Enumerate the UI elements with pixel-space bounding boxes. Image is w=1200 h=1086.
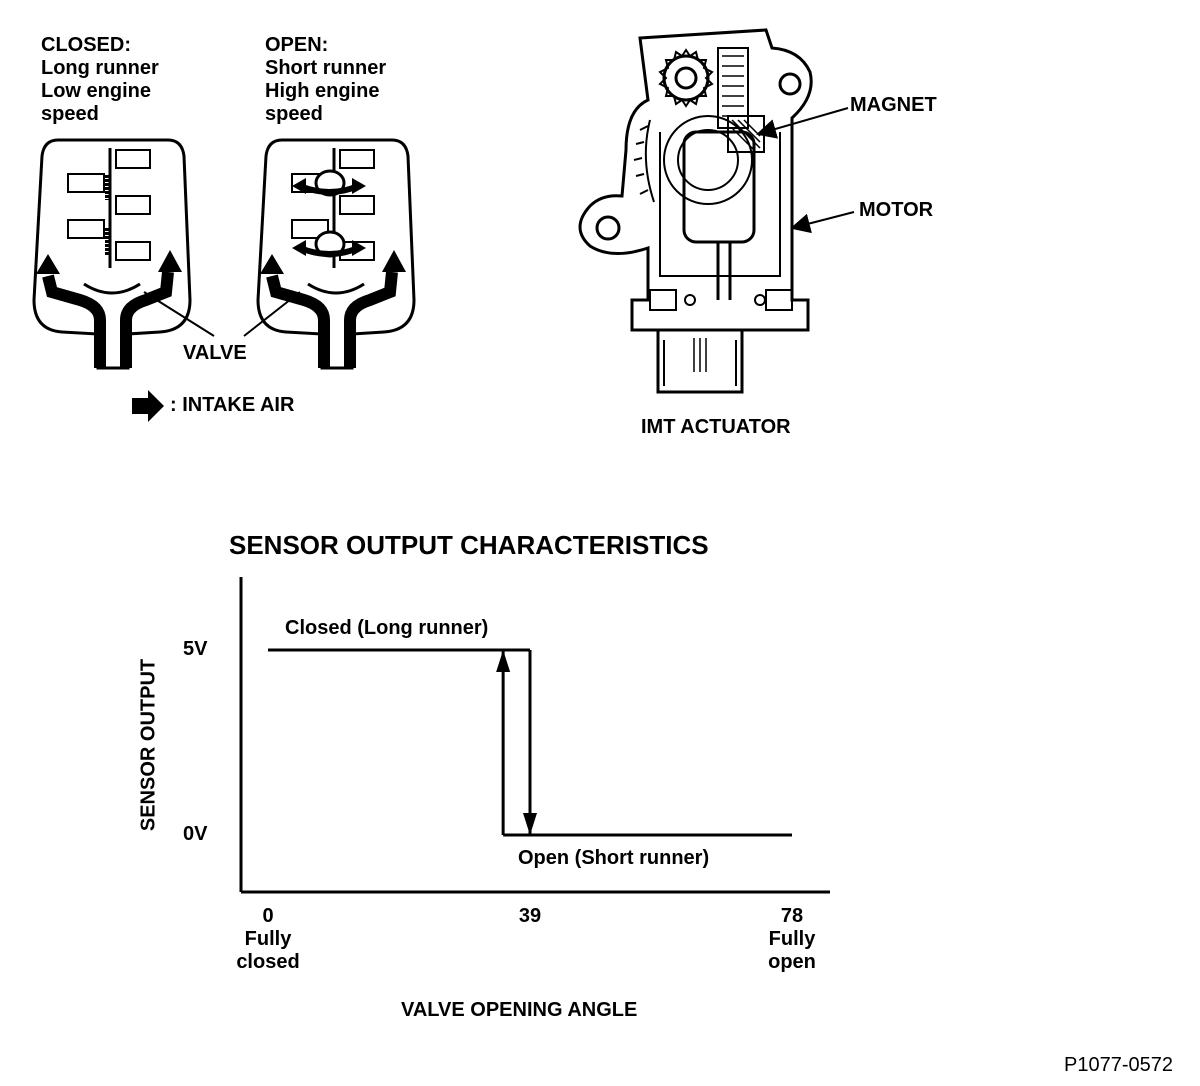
open-caption: OPEN: Short runner High engine speed [265,34,386,126]
chart-title: SENSOR OUTPUT CHARACTERISTICS [229,530,709,560]
closed-heading: CLOSED: [41,34,131,56]
open-speed-text: High engine [265,80,380,102]
intake-air-legend: : INTAKE AIR [170,394,295,416]
open-intake-housing [256,138,416,370]
open-speed-text-2: speed [265,103,323,125]
valve-label: VALVE [183,342,247,364]
closed-speed-text-2: speed [41,103,99,125]
series-1-arrowhead [523,813,537,835]
series-2-arrowhead [496,650,511,672]
valve-leader-lines [143,291,301,337]
magnet-leader-line [756,107,849,139]
series-label-1: Closed (Long runner) [285,617,489,639]
series-label-2: Open (Short runner) [518,847,710,869]
x-tick-value: 78 [780,905,804,927]
x-tick-caption: open [768,951,816,973]
x-axis-label: VALVE OPENING ANGLE [401,999,638,1021]
motor-leader-line [790,211,855,234]
x-tick-caption: Fully [244,928,292,950]
intake-air-arrow-icon [132,390,164,422]
closed-speed-text: Low engine [41,80,151,102]
y-axis-label: SENSOR OUTPUT [137,658,160,832]
closed-caption: CLOSED: Long runner Low engine speed [41,34,159,126]
y-tick-label-2: 0V [183,823,208,845]
closed-runner-text: Long runner [41,57,159,79]
x-tick-value: 0 [262,905,274,927]
closed-intake-housing [32,138,192,370]
x-tick-caption: closed [236,951,300,973]
y-tick-label-1: 5V [183,638,208,660]
figure-code: P1077-0572 [1064,1054,1173,1076]
motor-label: MOTOR [859,199,934,221]
x-tick-value: 39 [518,905,542,927]
magnet-label: MAGNET [850,94,937,116]
x-tick-2: 39 [470,905,590,928]
x-tick-caption: Fully [768,928,816,950]
open-heading: OPEN: [265,34,329,56]
imt-actuator-caption: IMT ACTUATOR [641,416,791,438]
open-runner-text: Short runner [265,57,387,79]
